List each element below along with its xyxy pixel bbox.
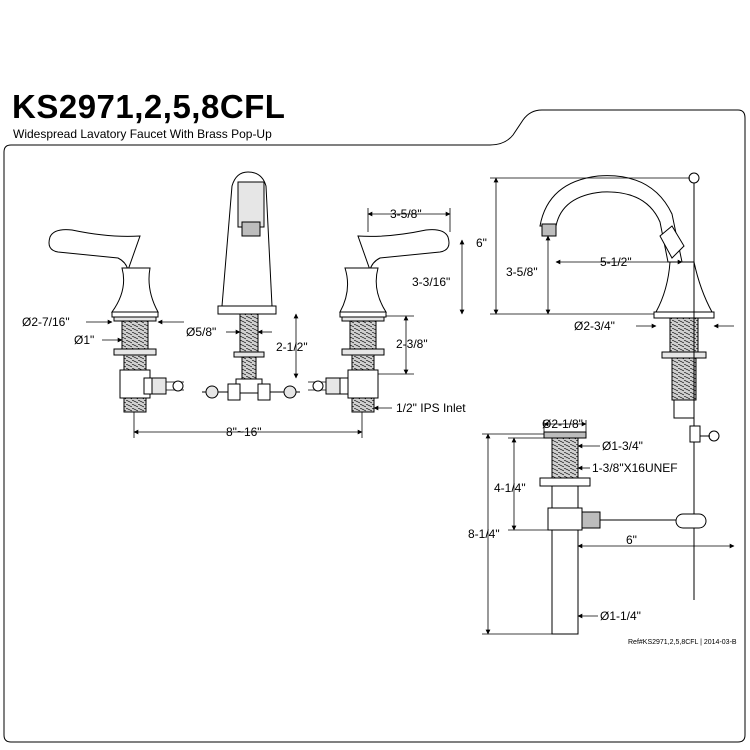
handle-shank-dia-label: Ø1": [74, 333, 94, 347]
handle-height-label: 3-3/16": [412, 275, 450, 289]
spout-height-label: 6": [476, 236, 487, 250]
inlet-label: 1/2" IPS Inlet: [396, 401, 466, 415]
spout-outlet-height-label: 3-5/8": [506, 265, 538, 279]
spout-reach-label: 5-1/2": [600, 255, 632, 269]
spout-shank-dia-label: Ø5/8": [186, 325, 216, 339]
spread-label: 8"~16": [226, 425, 262, 439]
tailpiece-dia-label: Ø1-1/4": [600, 609, 641, 623]
drawing-frame: [3, 109, 746, 743]
model-title: KS2971,2,5,8CFL: [12, 88, 286, 125]
flange-dia-label: Ø2-1/8": [542, 417, 583, 431]
spout-base-dia-label: Ø2-3/4": [574, 319, 615, 333]
handle-shank-len-label: 2-3/8": [396, 337, 428, 351]
drain-thread-label: 1-3/8"X16UNEF: [592, 461, 678, 475]
lift-rod-len-label: 6": [626, 533, 637, 547]
reference-code: Ref#KS2971,2,5,8CFL | 2014-03-B: [628, 639, 737, 646]
product-subtitle: Widespread Lavatory Faucet With Brass Po…: [13, 127, 272, 141]
left-handle-assembly: [48, 229, 184, 413]
spout-side-assembly: [539, 172, 720, 600]
drain-total-len-label: 8-1/4": [468, 527, 500, 541]
handle-base-dia-label: Ø2-7/16": [22, 315, 70, 329]
pop-up-drain-assembly: [539, 431, 707, 635]
drain-top-dia-label: Ø1-3/4": [602, 439, 643, 453]
spout-shank-len-label: 2-1/2": [276, 340, 308, 354]
dimension-lines: [86, 177, 735, 635]
drain-upper-len-label: 4-1/4": [494, 481, 526, 495]
right-handle-assembly: [308, 229, 450, 413]
handle-width-label: 3-5/8": [390, 207, 422, 221]
spout-front-assembly: [202, 171, 300, 401]
